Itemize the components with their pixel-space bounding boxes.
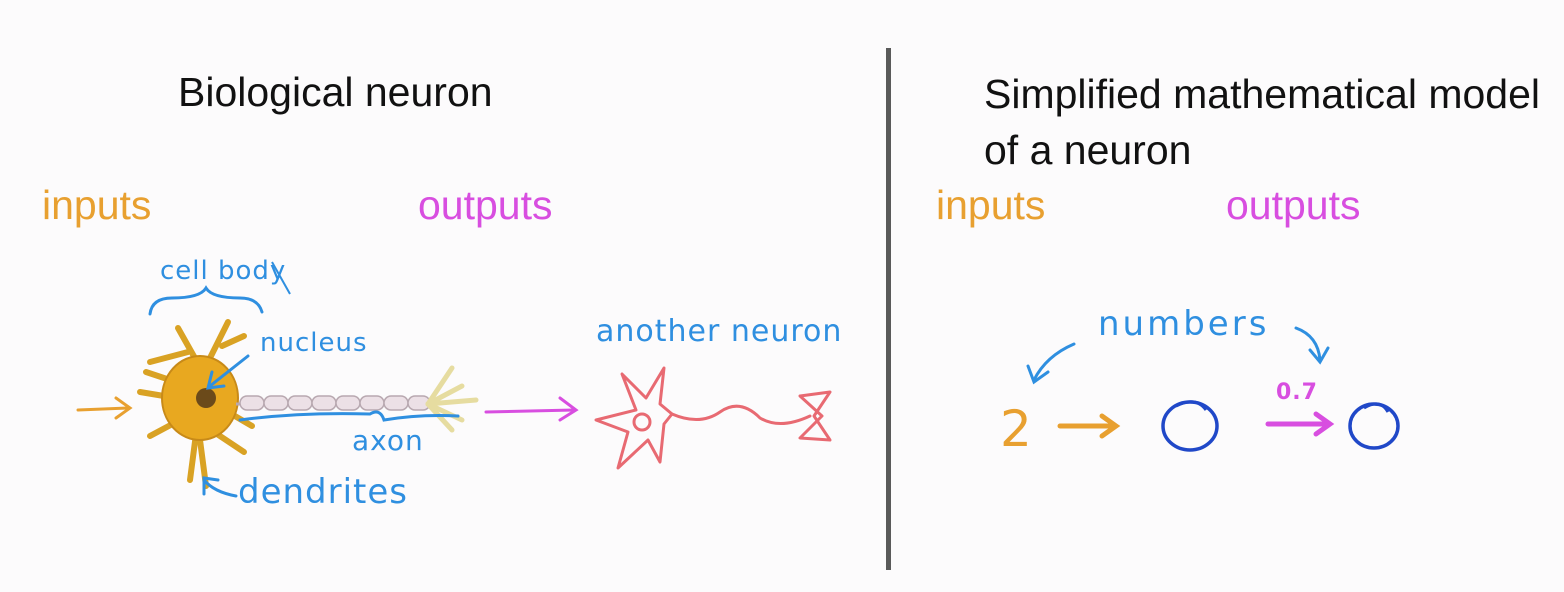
right-panel-title: Simplified mathematical model of a neuro… [984,71,1541,173]
cell-body-tick-icon [271,261,291,295]
numbers-left-arrow-icon [1026,342,1076,385]
left-inputs-label: inputs [42,182,152,228]
model-output-node-stroke [1363,402,1390,413]
left-panel-title: Biological neuron [178,69,493,115]
model-input-arrow [1057,413,1121,439]
model-neuron-node [1161,400,1219,452]
left-outputs-label: outputs [418,182,553,228]
input-value: 2 [1000,400,1033,458]
another-neuron-annotation: another neuron [596,314,843,349]
dendrites-annotation: dendrites [238,472,409,512]
right-inputs-label: inputs [936,182,1046,228]
output-value: 0.7 [1276,380,1318,405]
dendrites-arrow-icon [202,476,238,498]
nucleus-annotation: nucleus [260,328,368,358]
axon-brace [238,410,460,422]
cell-body-annotation: cell body [160,256,287,286]
right-outputs-label: outputs [1226,182,1361,228]
nucleus [196,388,216,408]
cell-body-brace [148,285,264,316]
panel-divider [886,48,891,570]
model-output-node [1348,402,1400,450]
axon [236,395,431,411]
axon-annotation: axon [352,424,424,457]
another-neuron-drawing [594,366,832,470]
model-neuron-node-stroke [1175,400,1208,411]
numbers-right-arrow-icon [1294,326,1330,365]
model-output-arrow [1265,411,1335,437]
nucleus-arrow-icon [206,354,250,390]
output-arrow [484,396,579,422]
axon-terminals [425,365,479,433]
numbers-annotation: numbers [1098,304,1270,344]
input-arrow [76,396,133,420]
